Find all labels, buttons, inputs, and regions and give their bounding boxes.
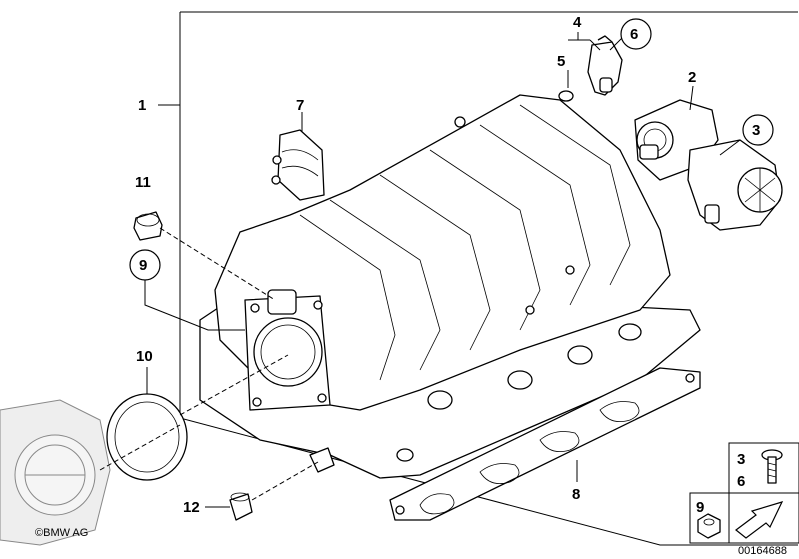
- adjusting-motor: [687, 139, 783, 231]
- callout-4: 4: [573, 14, 582, 31]
- pressure-sensor: [558, 35, 623, 102]
- callout-2: 2: [688, 69, 696, 86]
- callout-7: 7: [296, 97, 304, 114]
- callout-8: 8: [572, 486, 580, 503]
- leader-lines: [99, 32, 741, 508]
- diagram-number: 00164688: [738, 545, 787, 557]
- callout-6-circle: [620, 18, 652, 50]
- throttle-body-ghost: [0, 399, 111, 546]
- callout-9-circle: [129, 249, 161, 281]
- grommet: [229, 447, 335, 521]
- legend-6: 6: [737, 473, 745, 490]
- manifold-gasket: [389, 367, 701, 521]
- callout-5: 5: [557, 53, 565, 70]
- copyright-text: ©BMW AG: [35, 527, 88, 539]
- legend-3: 3: [737, 451, 745, 468]
- callout-1: 1: [138, 97, 146, 114]
- callout-3-circle: [742, 114, 774, 146]
- sealing-plug: [133, 211, 163, 241]
- arrow-icon: [735, 501, 784, 539]
- profile-gasket: [106, 393, 188, 481]
- clip-bracket: [271, 129, 325, 201]
- assembly-frame: [158, 11, 798, 546]
- callout-9: 9: [139, 257, 147, 274]
- legend-9: 9: [696, 499, 704, 516]
- callout-6: 6: [630, 26, 638, 43]
- callout-3: 3: [752, 122, 760, 139]
- callout-labels: 1 2 3 4 5 6 7 8 9 10 11 12: [129, 14, 774, 516]
- nut-icon: [697, 513, 721, 539]
- callout-11: 11: [135, 174, 151, 191]
- legend-box: 3 6 9: [689, 442, 799, 544]
- intake-manifold: [199, 94, 701, 479]
- bolt-icon: [761, 449, 783, 484]
- callout-10: 10: [136, 348, 153, 365]
- callout-12: 12: [183, 499, 200, 516]
